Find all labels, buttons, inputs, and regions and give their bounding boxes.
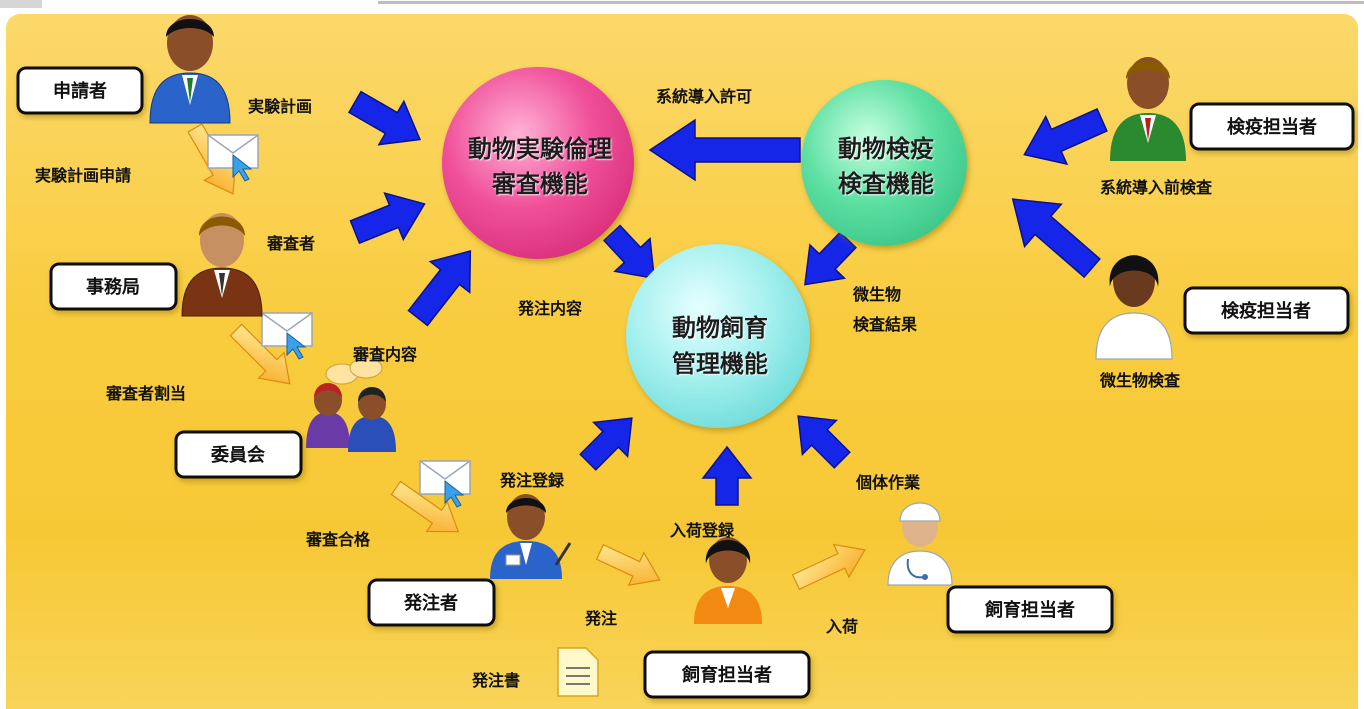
secretariat-avatar-icon	[181, 213, 263, 317]
label-reviewer: 審査者	[266, 234, 315, 253]
svg-text:審査機能: 審査機能	[491, 170, 588, 198]
arrow-review-content-to-ethics	[407, 250, 472, 327]
svg-text:事務局: 事務局	[86, 276, 140, 298]
document-icon	[557, 647, 599, 697]
breeder-right-avatar-icon	[887, 502, 953, 586]
role-box-orderer: 発注者	[367, 578, 496, 627]
role-box-applicant: 申請者	[16, 66, 144, 115]
svg-text:動物飼育: 動物飼育	[672, 314, 768, 342]
svg-text:検疫担当者: 検疫担当者	[1221, 300, 1311, 322]
svg-text:検疫担当者: 検疫担当者	[1227, 116, 1317, 138]
top-bar	[0, 0, 1364, 14]
arrow-plan-to-ethics	[347, 90, 422, 146]
arrow-strain-test-to-quarantine	[1023, 108, 1108, 166]
ethics-function-circle: 動物実験倫理 審査機能	[442, 67, 634, 259]
committee-avatar-icon	[306, 357, 396, 452]
label-plan-application: 実験計画申請	[35, 166, 131, 185]
svg-text:発注者: 発注者	[403, 592, 458, 614]
top-tab	[0, 0, 42, 8]
arrow-order	[595, 543, 661, 587]
top-rule	[378, 1, 1364, 4]
svg-text:飼育担当者: 飼育担当者	[984, 599, 1075, 621]
arrow-pass	[390, 480, 460, 533]
label-micro-test: 微生物検査	[1099, 371, 1180, 390]
blue-arrows	[347, 90, 1108, 506]
breeder-center-avatar-icon	[694, 537, 762, 624]
quarantine-officer-2-avatar-icon	[1095, 255, 1173, 360]
arrow-order-register	[579, 417, 633, 471]
role-box-committee: 委員会	[174, 430, 303, 479]
envelope-icon	[419, 460, 471, 508]
label-order-register: 発注登録	[499, 471, 565, 490]
label-reviewer-assign: 審査者割当	[105, 384, 186, 403]
label-micro-result-2: 検査結果	[853, 315, 917, 334]
arrow-micro-test-to-quarantine	[1011, 198, 1101, 279]
svg-text:動物検疫: 動物検疫	[838, 135, 934, 163]
label-experiment-plan: 実験計画	[248, 97, 312, 116]
label-micro-result-1: 微生物	[852, 285, 901, 304]
role-box-breeder-right: 飼育担当者	[946, 585, 1114, 634]
envelope-icon	[207, 134, 259, 182]
label-strain-permit: 系統導入許可	[656, 87, 752, 106]
label-arrival-register: 入荷登録	[670, 521, 735, 540]
label-review-pass: 審査合格	[305, 530, 371, 549]
quarantine-function-circle: 動物検疫 検査機能	[801, 80, 967, 246]
svg-text:検査機能: 検査機能	[838, 170, 934, 198]
label-order-form: 発注書	[471, 671, 520, 690]
arrow-individual-work	[797, 415, 851, 469]
label-individual-work: 個体作業	[855, 473, 921, 492]
arrow-reviewer-to-ethics	[349, 191, 426, 245]
svg-text:申請者: 申請者	[53, 80, 107, 102]
arrow-permit-to-ethics	[648, 118, 801, 182]
role-box-quarantine-2: 検疫担当者	[1183, 286, 1350, 335]
label-pre-strain-test: 系統導入前検査	[1100, 178, 1212, 197]
quarantine-officer-1-avatar-icon	[1110, 57, 1186, 161]
svg-text:飼育担当者: 飼育担当者	[681, 664, 772, 686]
breeding-function-circle: 動物飼育 管理機能	[626, 244, 810, 428]
svg-text:動物実験倫理: 動物実験倫理	[468, 135, 612, 163]
arrow-arrival	[791, 543, 866, 591]
svg-text:管理機能: 管理機能	[672, 350, 768, 378]
arrow-assign	[229, 323, 291, 385]
arrow-ethics-to-breeding	[602, 224, 656, 280]
flow-labels: 実験計画 実験計画申請 審査者 審査者割当 審査内容 審査合格 発注内容 系統導…	[35, 87, 1212, 690]
envelope-icon	[261, 312, 313, 360]
applicant-avatar-icon	[149, 15, 231, 124]
role-box-quarantine-1: 検疫担当者	[1189, 102, 1355, 151]
orange-arrows	[187, 123, 866, 591]
orderer-avatar-icon	[490, 494, 572, 579]
label-order: 発注	[584, 609, 617, 628]
role-box-breeder-center: 飼育担当者	[643, 650, 811, 699]
role-box-secretariat: 事務局	[49, 262, 178, 311]
label-arrival: 入荷	[826, 617, 858, 636]
label-review-content: 審査内容	[352, 345, 417, 364]
svg-text:委員会: 委員会	[210, 444, 265, 466]
arrow-quarantine-to-breeding	[804, 231, 857, 286]
label-order-content: 発注内容	[517, 299, 582, 318]
arrow-arrival-register	[701, 445, 753, 506]
